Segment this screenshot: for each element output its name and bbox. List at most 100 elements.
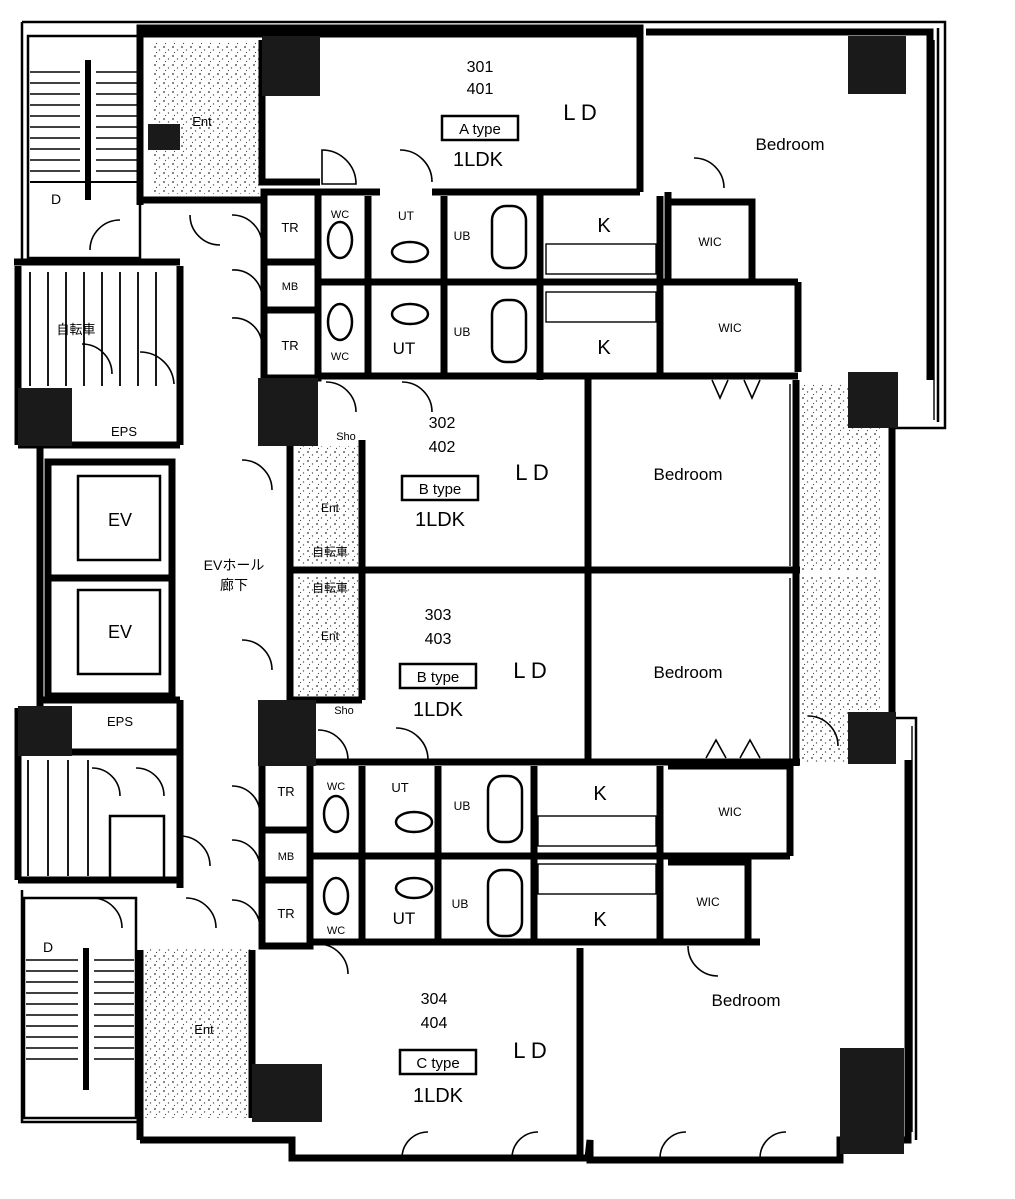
unit-a-wc: WC (331, 209, 349, 221)
meter-box-label-1: MB (282, 281, 299, 293)
unit-b2-number-1: 303 (425, 607, 452, 624)
unit-c-bedroom: Bedroom (712, 991, 781, 1010)
unit-b1-bedroom: Bedroom (654, 465, 723, 484)
ev-hall-label: EVホール (204, 557, 265, 573)
windows (789, 40, 935, 1132)
unit-c-number-2: 404 (421, 1015, 448, 1032)
columns (18, 36, 906, 1154)
trash-room-label-3: TR (277, 784, 294, 799)
unit-a-bedroom: Bedroom (756, 135, 825, 154)
unit-b1-sho: Sho (336, 431, 356, 443)
toilet-icon (326, 302, 354, 342)
fixtures (322, 204, 657, 938)
stairs-upper (30, 60, 138, 200)
unit-b1-number-2: 402 (429, 439, 456, 456)
unit-b2-ent: Ent (321, 629, 340, 643)
unit-b1-ut: UT (393, 339, 416, 358)
unit-b2-ut: UT (391, 780, 408, 795)
stairs-lower (26, 948, 134, 1090)
upper-stair-door-label: D (51, 191, 61, 207)
sink-icon (390, 240, 430, 264)
type-label-boxes (398, 114, 520, 1076)
unit-a-number-1: 301 (467, 59, 494, 76)
unit-b1-ld: L D (515, 460, 548, 485)
unit-a-ub: UB (454, 229, 471, 243)
unit-a-entrance-floor (152, 42, 260, 194)
unit-b2-bedroom: Bedroom (654, 663, 723, 682)
unit-b2-wc: WC (327, 781, 345, 793)
unit-b1-number-1: 302 (429, 415, 456, 432)
unit-a-number-2: 401 (467, 81, 494, 98)
unit-b1-type: B type (419, 481, 462, 498)
bicycle-parking-label: 自転車 (56, 322, 95, 337)
unit-c-kitchen: K (593, 909, 607, 931)
storage-stalls-lower (27, 760, 89, 876)
meter-box-label-2: MB (278, 851, 295, 863)
lower-stair-door-label: D (43, 939, 53, 955)
unit-c-number-1: 304 (421, 991, 448, 1008)
unit-b2-bicycle: 自転車 (312, 581, 348, 595)
sink-icon (394, 876, 434, 900)
unit-b1-wic: WIC (718, 321, 742, 335)
unit-b2-sho: Sho (334, 705, 354, 717)
unit-b2-type: B type (417, 669, 460, 686)
unit-b2-number-2: 403 (425, 631, 452, 648)
unit-a-ld: L D (563, 100, 596, 125)
toilet-icon (322, 876, 350, 916)
unit-b2-wic: WIC (718, 805, 742, 819)
trash-room-label-4: TR (277, 906, 294, 921)
sink-icon (394, 810, 434, 834)
unit-b1-ub: UB (454, 325, 471, 339)
bicycle-parking-stalls (29, 272, 157, 386)
unit-b1-entrance-floor (296, 446, 362, 564)
unit-b1-wc: WC (331, 351, 349, 363)
unit-c-ub: UB (452, 897, 469, 911)
unit-c-type: C type (416, 1055, 459, 1072)
unit-a-ut: UT (398, 209, 415, 223)
unit-a-ent: Ent (192, 114, 212, 129)
corridor-label: 廊下 (220, 577, 248, 593)
bathtub-icon (490, 298, 528, 364)
unit-b1-plan: 1LDK (415, 509, 466, 531)
kitchen-counter-icon (537, 863, 657, 895)
kitchen-counter-icon (545, 243, 657, 275)
unit-a-plan: 1LDK (453, 149, 504, 171)
unit-b1-bicycle: 自転車 (312, 545, 348, 559)
unit-c-wc: WC (327, 925, 345, 937)
kitchen-counter-icon (537, 815, 657, 847)
trash-room-label-2: TR (281, 338, 298, 353)
trash-room-label-1: TR (281, 220, 298, 235)
unit-b1-ent: Ent (321, 501, 340, 515)
unit-c-ut: UT (393, 909, 416, 928)
unit-c-wic: WIC (696, 895, 720, 909)
elevator-label-1: EV (108, 510, 132, 530)
eps-label-lower: EPS (107, 714, 133, 729)
unit-b2-plan: 1LDK (413, 699, 464, 721)
unit-a-wic: WIC (698, 235, 722, 249)
bathtub-icon (486, 868, 524, 938)
eps-label-upper: EPS (111, 424, 137, 439)
unit-c-plan: 1LDK (413, 1085, 464, 1107)
unit-b2-kitchen: K (593, 783, 607, 805)
elevator-label-2: EV (108, 622, 132, 642)
kitchen-counter-icon (545, 291, 657, 323)
toilet-icon (322, 794, 350, 834)
unit-c-entrance-floor (142, 948, 252, 1118)
unit-b2-entrance-floor (296, 576, 362, 696)
unit-c-ld: L D (513, 1038, 546, 1063)
bathtub-icon (486, 774, 524, 844)
toilet-icon (326, 220, 354, 260)
sink-icon (390, 302, 430, 326)
unit-a-kitchen: K (597, 215, 611, 237)
unit-c-ent: Ent (194, 1022, 214, 1037)
unit-b2-ld: L D (513, 658, 546, 683)
unit-b2-ub: UB (454, 799, 471, 813)
doors (81, 149, 839, 1159)
bathtub-icon (490, 204, 528, 270)
unit-b1-kitchen: K (597, 337, 611, 359)
unit-a-type: A type (459, 121, 501, 138)
interior-walls (18, 34, 802, 1158)
stippled-areas (142, 42, 880, 1118)
